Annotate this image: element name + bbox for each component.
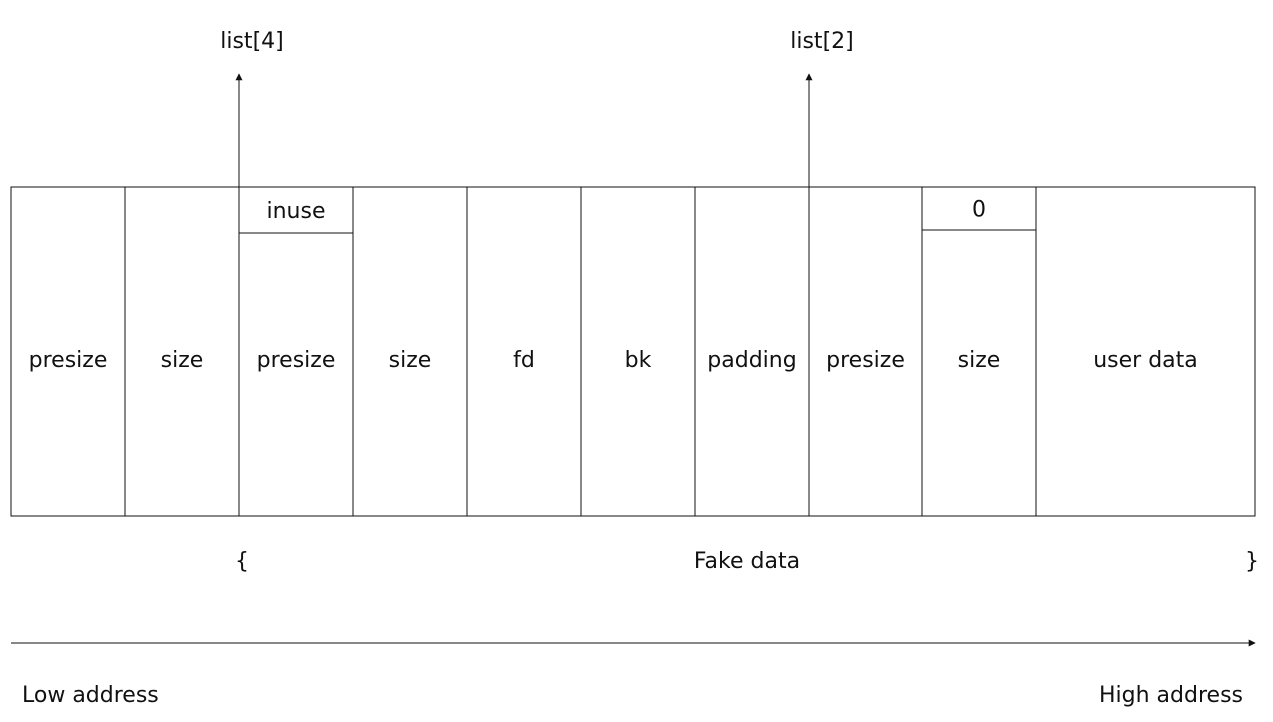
address-axis: Low address High address [11, 639, 1256, 708]
memory-cell: size [124, 186, 240, 517]
memory-cell: size [352, 186, 468, 517]
memory-cell: user data [1035, 186, 1256, 517]
fake-data-open-brace: { [235, 549, 249, 574]
memory-cell-box [1035, 186, 1256, 517]
memory-cell-top-label: inuse [267, 199, 326, 224]
memory-cell-label: fd [513, 348, 535, 373]
memory-cell-label: size [161, 348, 204, 373]
memory-cells: presize size presize inuse size fd bk padding pr… [10, 186, 1256, 517]
pointer-label: list[2] [790, 29, 853, 54]
fake-data-label: Fake data [694, 549, 800, 574]
low-address-label: Low address [22, 683, 159, 708]
memory-cell: bk [580, 186, 696, 517]
memory-cell-label: presize [257, 348, 336, 373]
memory-cell-label: size [958, 348, 1001, 373]
memory-cell: size 0 [921, 186, 1037, 517]
pointer: list[4] [220, 29, 284, 187]
memory-cell: fd [466, 186, 582, 517]
pointer-label: list[4] [220, 29, 283, 54]
fake-data-close-brace: } [1245, 549, 1259, 574]
memory-cell-top-label: 0 [972, 198, 986, 223]
memory-cell-label: presize [29, 348, 108, 373]
memory-cell-label: size [389, 348, 432, 373]
high-address-label: High address [1099, 683, 1243, 708]
pointer-arrows: list[4] list[2] [220, 29, 854, 187]
memory-cell: presize [808, 186, 923, 517]
memory-cell-label: presize [826, 348, 905, 373]
memory-cell: presize [10, 186, 126, 517]
memory-cell-label: bk [625, 348, 652, 373]
pointer: list[2] [790, 29, 854, 187]
memory-cell: padding [694, 186, 810, 517]
fake-data-span: { Fake data } [235, 549, 1259, 574]
memory-cell-label: user data [1093, 348, 1198, 373]
memory-cell: presize inuse [238, 186, 354, 517]
memory-cell-label: padding [707, 348, 796, 373]
